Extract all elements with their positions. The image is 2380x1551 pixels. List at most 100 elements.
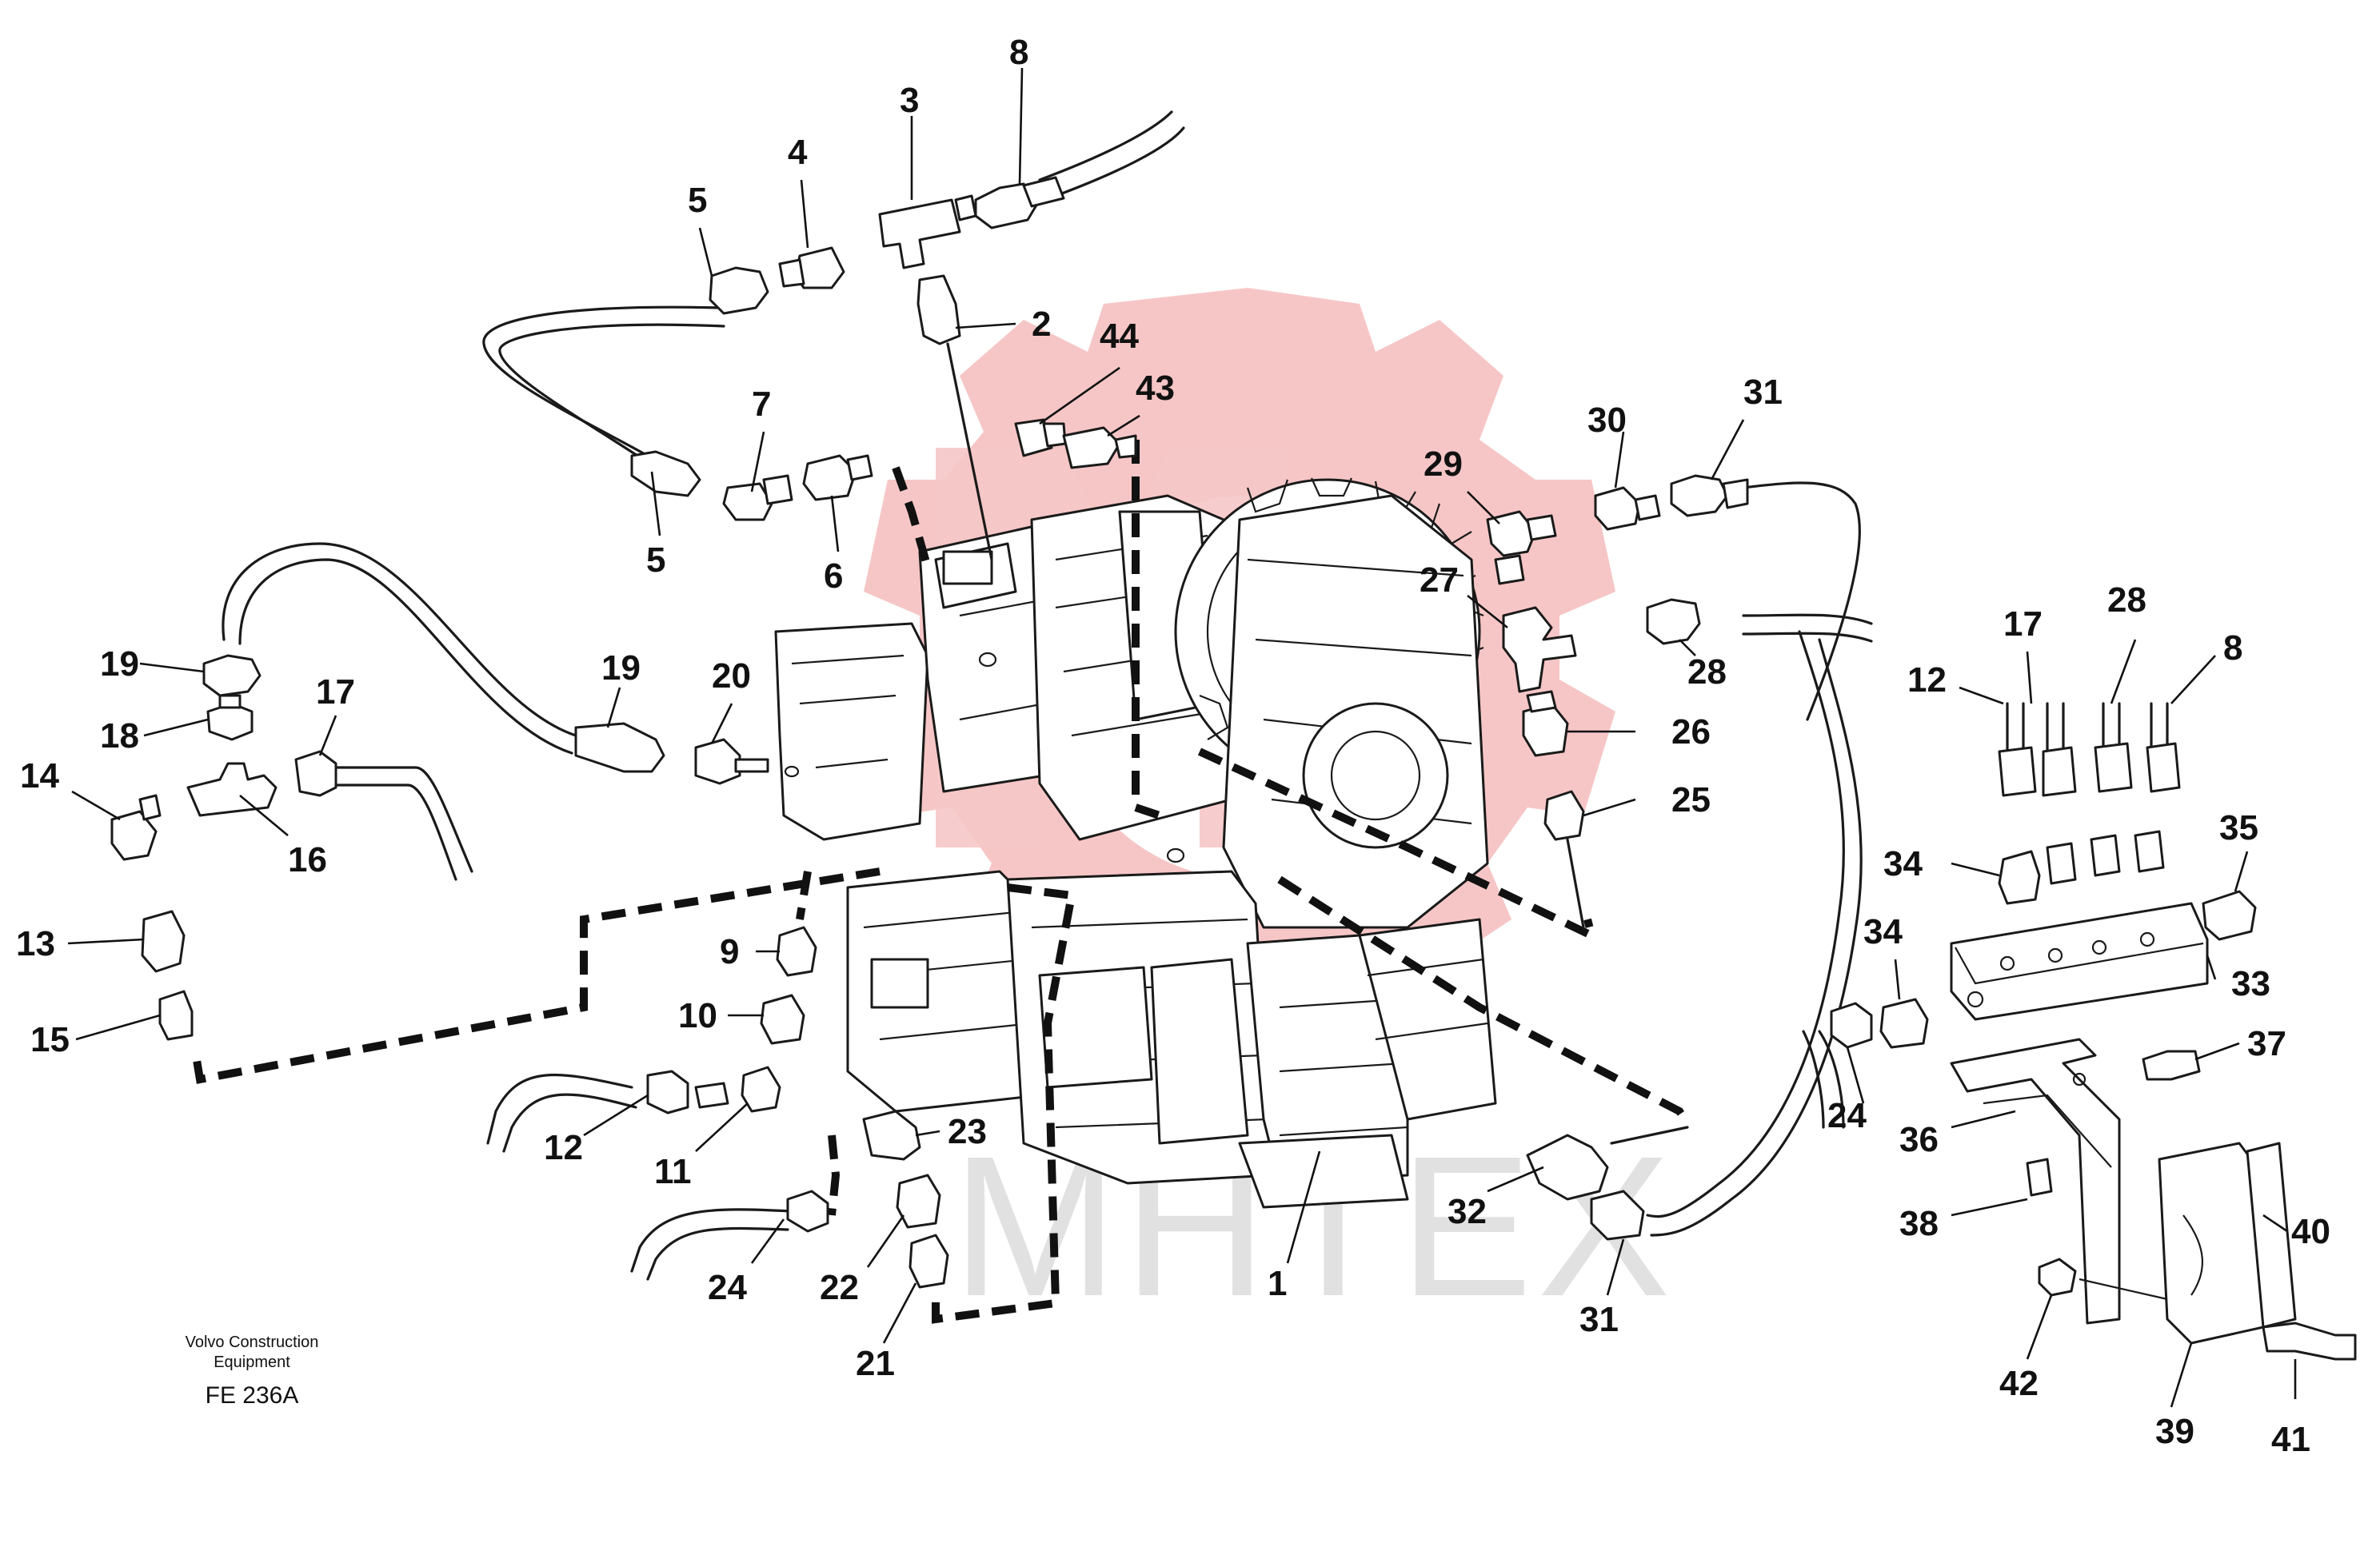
callout-19a: 19 xyxy=(100,644,139,684)
manifold-block-33 xyxy=(1950,902,2209,1021)
bolt-38 xyxy=(2026,1158,2053,1197)
clamp-39 xyxy=(2158,1142,2265,1345)
fitting-21 xyxy=(908,1234,949,1289)
callout-16: 16 xyxy=(288,840,327,879)
callout-28a: 28 xyxy=(1687,652,1727,692)
callout-42: 42 xyxy=(1999,1364,2039,1403)
fitting-28-right xyxy=(2094,742,2133,793)
fitting-20 xyxy=(694,738,741,785)
fitting-30 xyxy=(1594,486,1641,531)
callout-30: 30 xyxy=(1587,401,1627,440)
dashed-pipes xyxy=(192,440,1691,1324)
fitting-12-nut xyxy=(646,1070,689,1114)
callout-34b: 34 xyxy=(1863,912,1903,951)
fitting-44 xyxy=(1014,418,1053,457)
callout-24a: 24 xyxy=(708,1268,747,1307)
callout-26: 26 xyxy=(1671,712,1711,752)
fitting-19-right xyxy=(574,722,665,773)
fitting-25 xyxy=(1543,790,1585,841)
plate-40 xyxy=(2246,1142,2297,1329)
callout-37: 37 xyxy=(2247,1024,2286,1063)
callout-18: 18 xyxy=(100,716,139,756)
fitting-32-elbow xyxy=(1526,1134,1609,1201)
fitting-5-nut xyxy=(709,266,769,315)
fitting-34a xyxy=(1998,850,2041,905)
fitting-24-right xyxy=(1830,1002,1873,1049)
callout-28b: 28 xyxy=(2107,580,2146,620)
fitting-18 xyxy=(206,702,254,741)
nut-42 xyxy=(2038,1258,2077,1297)
callout-19b: 19 xyxy=(601,648,641,688)
callout-43: 43 xyxy=(1136,369,1175,408)
callout-25: 25 xyxy=(1671,780,1711,819)
fitting-8-right xyxy=(2146,742,2181,793)
fitting-23-elbow xyxy=(862,1110,921,1161)
fitting-16-tee xyxy=(186,762,278,817)
callout-35: 35 xyxy=(2219,808,2258,847)
callout-4: 4 xyxy=(788,133,808,172)
fitting-35 xyxy=(2202,890,2257,941)
fitting-31-lower xyxy=(1590,1190,1645,1241)
hoses xyxy=(222,110,2169,1281)
bolt-41 xyxy=(2262,1322,2357,1361)
callout-22: 22 xyxy=(820,1268,859,1307)
fitting-17-right xyxy=(2042,746,2077,797)
callout-38: 38 xyxy=(1899,1204,1939,1243)
callout-31b: 31 xyxy=(1579,1300,1619,1339)
callout-9: 9 xyxy=(720,932,739,971)
fitting-43 xyxy=(1062,426,1121,469)
callout-23: 23 xyxy=(948,1112,987,1151)
fitting-24-nut xyxy=(786,1190,829,1233)
callout-5a: 5 xyxy=(688,181,707,220)
callout-12a: 12 xyxy=(544,1128,583,1167)
callout-numbers: 1 2 3 4 5 5 6 7 8 8 9 10 11 12 12 13 14 … xyxy=(16,33,2330,1459)
fitting-13 xyxy=(141,910,186,973)
callout-10: 10 xyxy=(678,996,717,1035)
figure-code: FE 236A xyxy=(206,1382,299,1409)
callout-17b: 17 xyxy=(2003,604,2043,644)
fittings xyxy=(110,176,2357,1361)
caption-line-1: Volvo Construction xyxy=(186,1334,319,1351)
callout-8a: 8 xyxy=(1009,33,1028,72)
callout-29: 29 xyxy=(1424,445,1463,484)
fitting-27-tee xyxy=(1502,606,1577,693)
bracket-36 xyxy=(1950,1038,2121,1325)
fitting-14-elbow xyxy=(110,810,158,861)
fitting-7-elbow xyxy=(722,482,773,521)
callout-1: 1 xyxy=(1268,1264,1287,1303)
fitting-5-lower xyxy=(630,450,701,497)
callout-34a: 34 xyxy=(1883,844,1923,883)
callout-39: 39 xyxy=(2155,1412,2194,1451)
fitting-3-tee xyxy=(878,198,961,269)
callout-27: 27 xyxy=(1420,560,1459,600)
fitting-10 xyxy=(760,994,805,1045)
callout-13: 13 xyxy=(16,924,55,963)
callout-7: 7 xyxy=(752,385,771,424)
callout-33: 33 xyxy=(2231,964,2270,1003)
callout-20: 20 xyxy=(712,656,751,696)
callout-2: 2 xyxy=(1032,305,1051,344)
callout-32: 32 xyxy=(1448,1192,1487,1231)
fitting-15 xyxy=(158,990,194,1041)
callout-24b: 24 xyxy=(1827,1096,1867,1135)
callout-31a: 31 xyxy=(1743,373,1783,412)
callout-8b: 8 xyxy=(2223,628,2242,668)
bolt-37 xyxy=(2142,1050,2201,1081)
caption-line-2: Equipment xyxy=(214,1354,290,1371)
callout-12b: 12 xyxy=(1907,660,1947,700)
callout-15: 15 xyxy=(30,1020,70,1059)
fitting-12-right xyxy=(1998,746,2037,797)
callout-14: 14 xyxy=(20,756,59,795)
caption-block: Volvo Construction Equipment FE 236A xyxy=(186,1334,319,1409)
fitting-2 xyxy=(916,274,961,345)
callout-40: 40 xyxy=(2291,1212,2330,1251)
fitting-6 xyxy=(802,454,857,501)
callout-6: 6 xyxy=(824,556,843,596)
fitting-28-nut xyxy=(1646,598,1701,645)
fitting-31-nut xyxy=(1670,474,1729,517)
callout-11: 11 xyxy=(654,1152,692,1191)
fitting-22 xyxy=(896,1174,941,1229)
callout-leaders xyxy=(67,67,2297,1408)
callout-5b: 5 xyxy=(646,540,665,580)
